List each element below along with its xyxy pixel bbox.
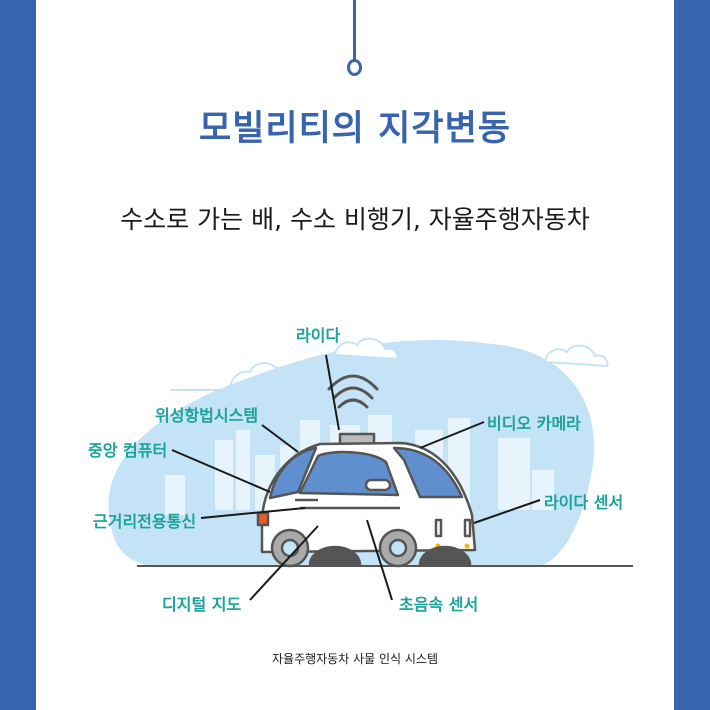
signal-waves-icon — [327, 374, 379, 409]
label-dsrc: 근거리전용통신 — [93, 512, 197, 531]
label-digital-map: 디지털 지도 — [162, 595, 242, 614]
page-subtitle: 수소로 가는 배, 수소 비행기, 자율주행자동차 — [120, 205, 590, 234]
hanging-line — [353, 0, 356, 60]
label-gps: 위성항법시스템 — [155, 406, 259, 425]
figure-caption: 자율주행자동차 사물 인식 시스템 — [271, 652, 438, 666]
label-ultrasonic-sensor: 초음속 센서 — [399, 595, 479, 614]
label-central-computer: 중앙 컴퓨터 — [88, 441, 168, 460]
label-lidar-sensor: 라이다 센서 — [544, 493, 624, 512]
right-border-bar — [674, 0, 710, 710]
car-icon — [256, 432, 477, 568]
page-title: 모빌리티의 지각변동 — [199, 109, 511, 149]
leader-lines — [171, 354, 541, 601]
cloud-icons — [170, 337, 609, 391]
label-video-camera: 비디오 카메라 — [487, 414, 581, 433]
label-lidar: 라이다 — [296, 326, 341, 345]
hanging-ring-icon — [347, 59, 362, 76]
left-border-bar — [0, 0, 36, 710]
